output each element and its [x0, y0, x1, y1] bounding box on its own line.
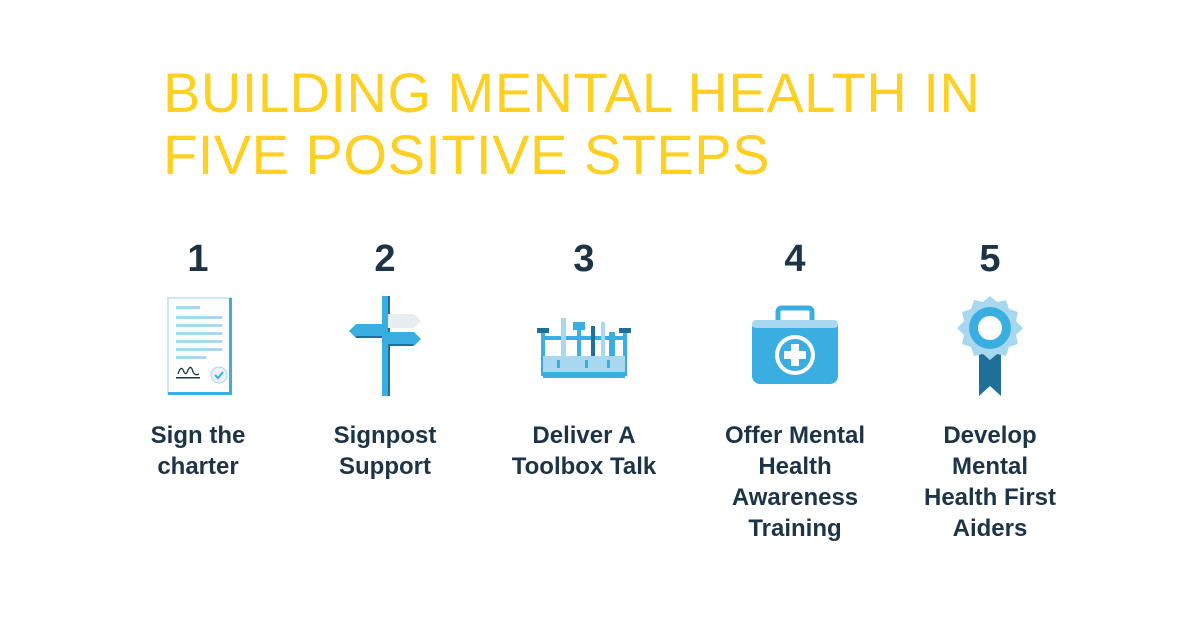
award-rosette-icon — [957, 296, 1023, 396]
toolbox-icon — [537, 318, 631, 378]
step-label: Sign the charter — [150, 422, 246, 480]
step-1: 1 Sign the charter — [98, 238, 298, 482]
step-label: Offer Mental Health Awareness Training — [724, 422, 865, 542]
step-number: 1 — [187, 238, 209, 280]
step-2: 2 Signpost Support — [285, 238, 485, 482]
step-5: 5 Develop Mental Health First Aiders — [890, 238, 1090, 544]
step-4: 4 Offer Mental Health Awareness Training — [695, 238, 895, 544]
title-line-2: FIVE POSITIVE STEPS — [163, 123, 770, 186]
title-line-1: BUILDING MENTAL HEALTH IN — [163, 61, 981, 124]
step-3: 3 Deliver A Toolbox Talk — [484, 238, 684, 482]
step-label: Develop Mental Health First Aiders — [923, 422, 1057, 542]
step-label: Signpost Support — [333, 422, 437, 480]
step-number: 5 — [979, 238, 1001, 280]
step-label: Deliver A Toolbox Talk — [511, 422, 657, 480]
page-title: BUILDING MENTAL HEALTH IN FIVE POSITIVE … — [163, 62, 1123, 186]
step-number: 2 — [374, 238, 396, 280]
signpost-icon — [349, 296, 421, 396]
step-number: 3 — [573, 238, 595, 280]
document-icon — [167, 297, 232, 395]
first-aid-kit-icon — [752, 305, 838, 384]
step-number: 4 — [784, 238, 806, 280]
